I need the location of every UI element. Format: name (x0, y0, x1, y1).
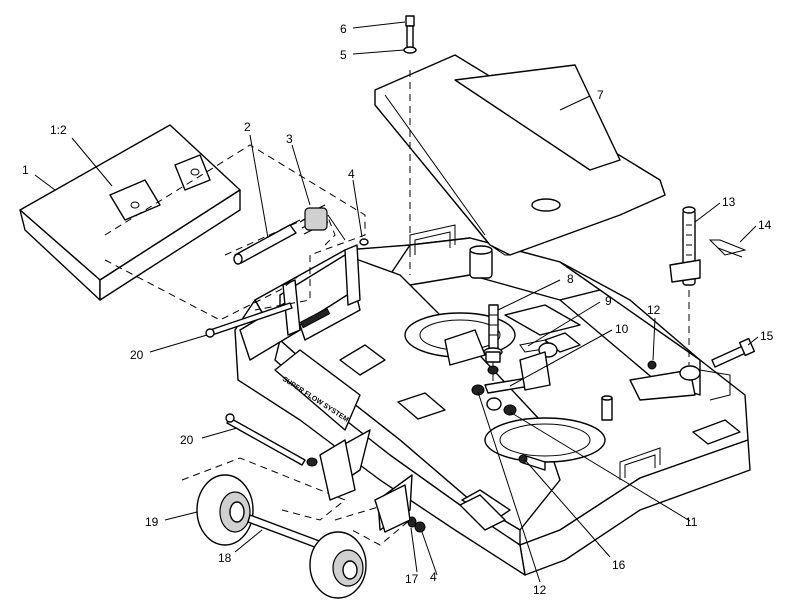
callout-4-bottom: 4 (430, 570, 437, 584)
callout-4-top: 4 (348, 167, 355, 181)
washer-top (359, 238, 369, 246)
center-lock-nut (503, 404, 517, 416)
rear-bracket-2 (519, 351, 551, 391)
spindle-bolt (518, 454, 546, 471)
hair-pin-clip (708, 239, 747, 258)
anti-scalp-wheel-right (309, 531, 367, 599)
callout-11: 11 (685, 515, 698, 529)
long-bolt-top (205, 302, 293, 338)
cover-bolt (405, 15, 415, 49)
callout-1-2: 1:2 (50, 123, 67, 137)
wheel-nut (414, 521, 426, 533)
discharge-chute (19, 124, 241, 301)
nut-right (647, 360, 657, 370)
callout-5: 5 (340, 48, 347, 62)
callout-labels: 1 1:2 2 3 4 4 5 6 7 8 9 10 11 12 12 13 1… (22, 22, 774, 597)
callout-9: 9 (605, 294, 612, 308)
callout-3: 3 (286, 132, 293, 146)
callout-10: 10 (615, 322, 629, 336)
bushing (679, 365, 701, 381)
wheel-bracket-right (374, 484, 411, 533)
chute-alignment-lines (104, 144, 366, 311)
callout-16: 16 (612, 558, 626, 572)
callout-20-top: 20 (130, 348, 144, 362)
callout-12-bottom: 12 (533, 583, 547, 597)
callout-14: 14 (758, 218, 772, 232)
belt-cover (374, 54, 666, 256)
callout-7: 7 (597, 88, 604, 102)
spacer-right (601, 395, 613, 421)
center-washer (471, 384, 485, 396)
rear-bracket (444, 329, 486, 366)
callout-15: 15 (760, 329, 774, 343)
callout-18: 18 (218, 551, 232, 565)
cover-washer (403, 46, 417, 54)
anti-scalp-wheel-left (196, 474, 254, 546)
callout-8: 8 (567, 272, 574, 286)
callout-leaders (34, 21, 759, 583)
center-nut (487, 365, 499, 375)
torsion-spring (279, 204, 346, 241)
chute-alignment-lines-2 (104, 259, 301, 321)
center-bushing (486, 397, 502, 411)
long-bolt-bottom (225, 413, 318, 467)
callout-19: 19 (145, 515, 159, 529)
callout-13: 13 (722, 195, 736, 209)
hinge-pin (233, 224, 297, 265)
wheel-bracket-left (319, 439, 356, 501)
left-wheel-box (181, 457, 346, 521)
callout-6: 6 (340, 22, 347, 36)
callout-12-right: 12 (647, 303, 661, 317)
callout-1: 1 (22, 163, 29, 177)
callout-20-bottom: 20 (180, 433, 194, 447)
callout-17: 17 (405, 572, 419, 586)
callout-2: 2 (244, 120, 251, 134)
mower-deck-body: SUPER FLOW SYSTEM (234, 224, 751, 576)
pivot-bolt (711, 337, 756, 368)
height-adjust-post (669, 206, 701, 286)
